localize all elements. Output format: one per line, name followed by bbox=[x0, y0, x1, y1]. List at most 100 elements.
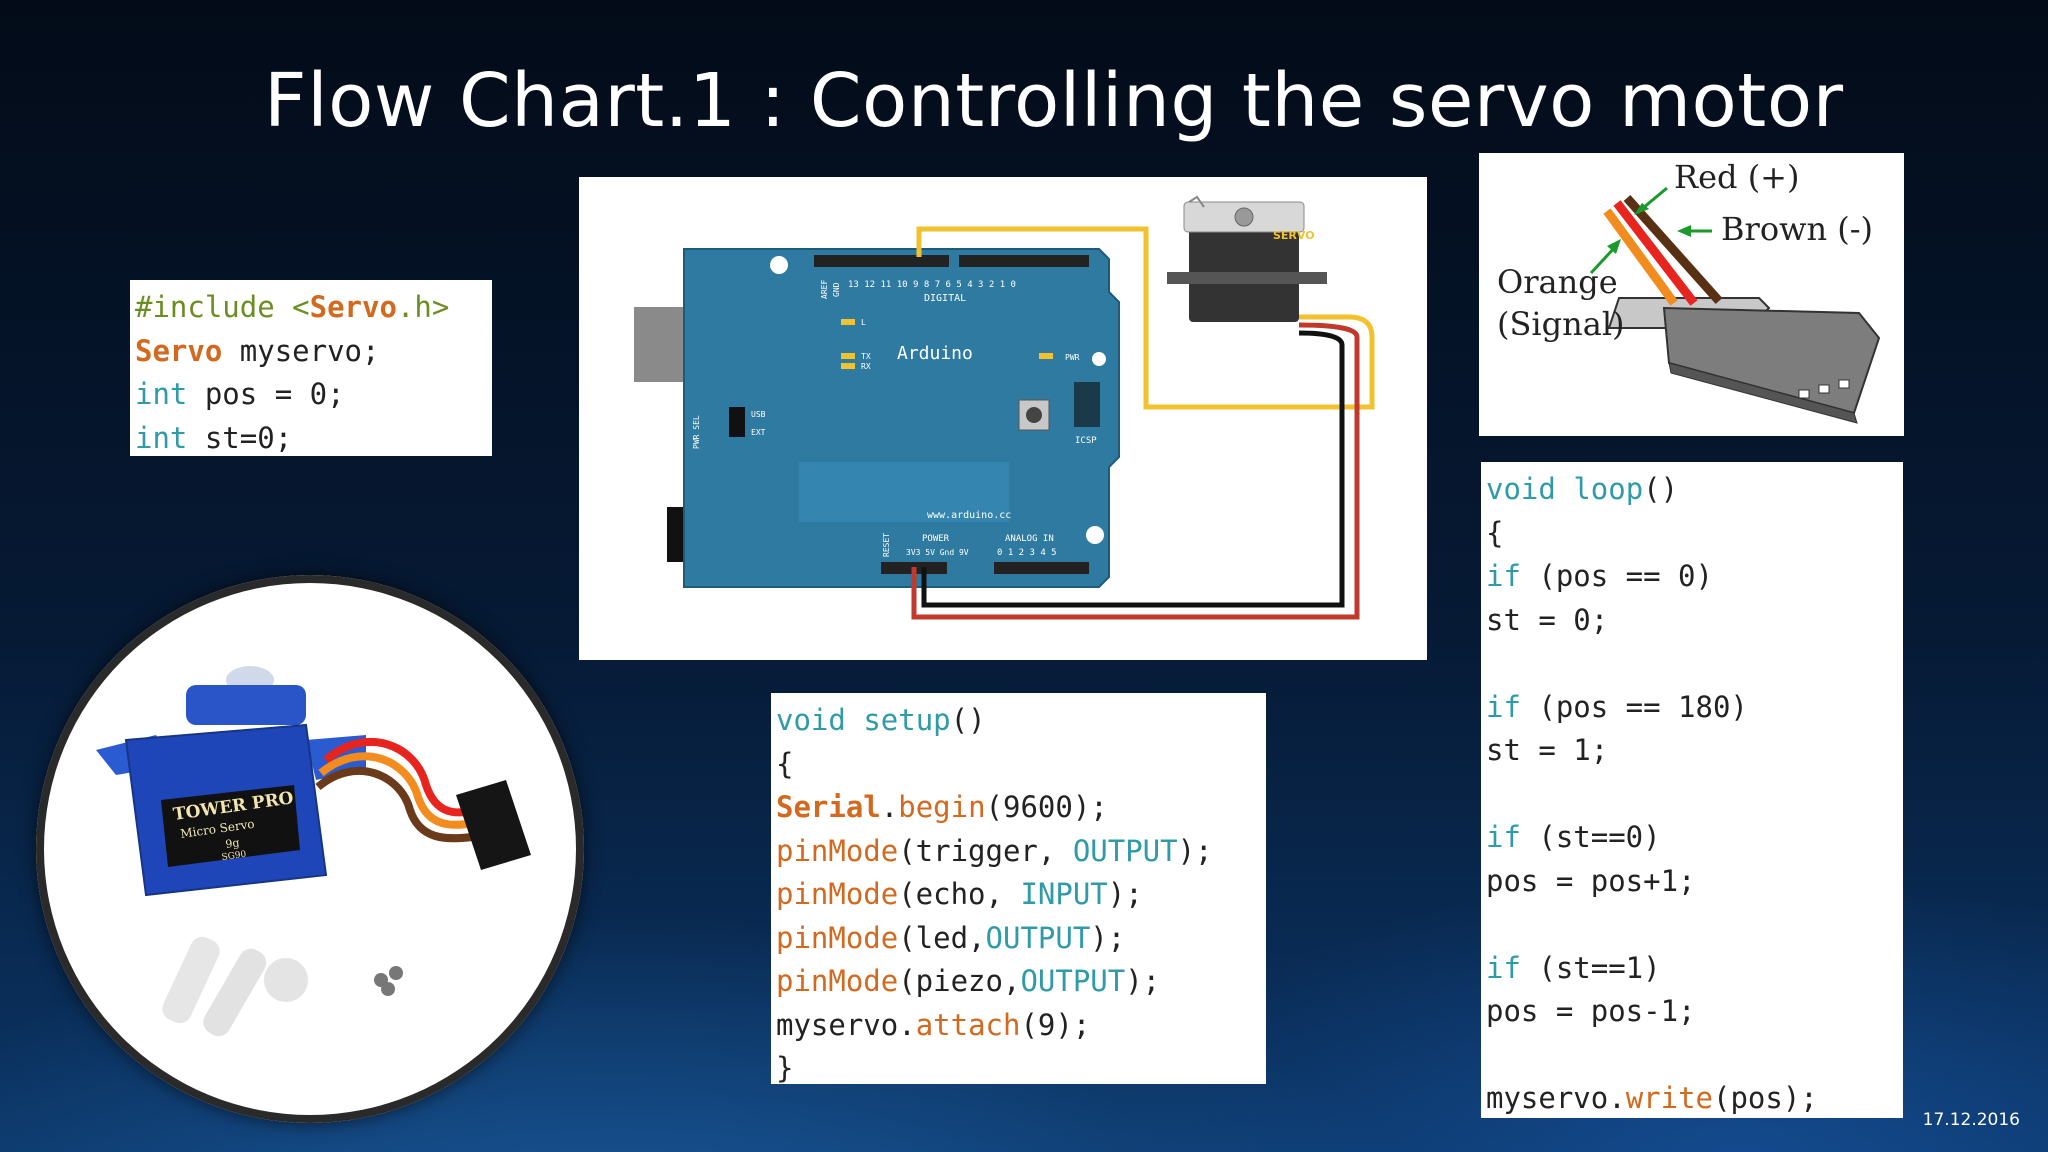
code-token: begin bbox=[898, 790, 986, 824]
ground-wire bbox=[921, 330, 1345, 608]
icsp-label: ICSP bbox=[1075, 436, 1097, 446]
code-token: (pos); bbox=[1713, 1081, 1818, 1115]
led-pwr bbox=[1039, 353, 1053, 359]
code-token: myservo; bbox=[222, 333, 380, 368]
code-line: { bbox=[776, 746, 794, 781]
code-token: loop bbox=[1573, 472, 1644, 506]
code-token: ); bbox=[1125, 964, 1161, 998]
code-token: INPUT bbox=[1020, 877, 1108, 911]
gnd-label: GND bbox=[832, 282, 841, 297]
code-token: (9600); bbox=[985, 790, 1108, 824]
l-label: L bbox=[861, 318, 866, 327]
tx-label: TX bbox=[861, 352, 871, 361]
digital-pin-numbers: 13 12 11 10 9 8 7 6 5 4 3 2 1 0 bbox=[848, 280, 1016, 290]
servo-shell-top bbox=[186, 685, 306, 725]
code-token: Servo bbox=[135, 333, 223, 368]
code-token: () bbox=[1643, 472, 1679, 506]
code-token: (trigger, bbox=[898, 833, 1073, 868]
code-token: void bbox=[1486, 472, 1556, 506]
power-label: POWER bbox=[922, 534, 950, 544]
code-line: if (st==1) bbox=[1486, 947, 1903, 991]
code-token: #include bbox=[135, 290, 293, 324]
code-token: st=0; bbox=[187, 420, 293, 455]
code-token: myservo. bbox=[1486, 1081, 1626, 1115]
analog-label: ANALOG IN bbox=[1005, 534, 1054, 544]
board-chip-area bbox=[799, 462, 1009, 522]
code-token: () bbox=[950, 703, 986, 737]
analog-pin-numbers: 0 1 2 3 4 5 bbox=[997, 548, 1057, 558]
code-token: Serial bbox=[776, 790, 881, 824]
ext-label: EXT bbox=[751, 428, 766, 437]
code-token: < bbox=[292, 290, 310, 324]
code-blank-line bbox=[1486, 903, 1903, 947]
brown-arrow-head bbox=[1677, 225, 1691, 237]
code-line: if (st==0) bbox=[1486, 816, 1903, 860]
code-line: pos = pos+1; bbox=[1486, 863, 1696, 898]
code-token: (pos == 180) bbox=[1520, 689, 1748, 724]
code-line: pos = pos-1; bbox=[1486, 994, 1696, 1028]
aref-label: AREF bbox=[820, 280, 829, 299]
code-token: (st==1) bbox=[1520, 950, 1661, 985]
servo-horn-1 bbox=[162, 936, 220, 1024]
digital-label: DIGITAL bbox=[924, 293, 966, 304]
code-line: st = 0; bbox=[1486, 602, 1609, 637]
code-line: myservo.write(pos); bbox=[1486, 1077, 1903, 1118]
mount-hole bbox=[1092, 352, 1106, 366]
orange-wire-sublabel: (Signal) bbox=[1497, 305, 1625, 343]
code-line: Servo myservo; bbox=[135, 330, 492, 374]
photo-red-wire bbox=[323, 738, 477, 817]
code-token: if bbox=[1486, 689, 1521, 724]
servo-sticker bbox=[161, 785, 300, 867]
connector-bottom bbox=[1668, 362, 1858, 424]
screw bbox=[389, 966, 403, 980]
code-token: .h> bbox=[396, 290, 450, 324]
code-line: #include <Servo.h> bbox=[135, 286, 492, 330]
arduino-board bbox=[683, 248, 1120, 588]
red-wire-label: Red (+) bbox=[1674, 158, 1799, 196]
wire-legend-svg: Red (+) Brown (-) Orange (Signal) bbox=[1497, 158, 1881, 424]
red-wire bbox=[1613, 200, 1698, 306]
code-token: (st==0) bbox=[1520, 820, 1661, 854]
code-token: (pos == 0) bbox=[1520, 559, 1713, 593]
board-url: www.arduino.cc bbox=[927, 510, 1011, 521]
reset-button-cap bbox=[1026, 407, 1042, 423]
code-line: { bbox=[1486, 515, 1504, 550]
code-token: int bbox=[135, 377, 188, 411]
connector-pin bbox=[1798, 389, 1810, 399]
code-token: if bbox=[1486, 820, 1521, 854]
led-tx bbox=[841, 353, 855, 359]
orange-wire bbox=[1603, 208, 1678, 306]
code-token: pinMode bbox=[776, 964, 899, 998]
power-wire bbox=[911, 322, 1360, 620]
code-line: int st=0; bbox=[135, 417, 492, 457]
code-token: Servo bbox=[309, 290, 397, 324]
pwr-label: PWR bbox=[1065, 353, 1080, 362]
servo-photo-svg: TOWER PRO Micro Servo 9g SG90 bbox=[96, 666, 531, 1037]
code-line: void loop() bbox=[1486, 468, 1903, 512]
code-token: (led, bbox=[898, 920, 986, 955]
code-token: write bbox=[1625, 1081, 1713, 1115]
includes-code-block: #include <Servo.h> Servo myservo; int po… bbox=[130, 280, 492, 456]
code-line: if (pos == 0) bbox=[1486, 555, 1903, 599]
screw bbox=[381, 982, 395, 996]
board-name: Arduino bbox=[897, 343, 973, 364]
slide-date: 17.12.2016 bbox=[1922, 1110, 2020, 1130]
code-blank-line bbox=[1486, 773, 1903, 817]
code-token: (echo, bbox=[898, 877, 1021, 911]
code-token: ); bbox=[1090, 920, 1126, 955]
code-token: (piezo, bbox=[898, 964, 1021, 998]
code-line: } bbox=[776, 1051, 794, 1084]
connector-pin bbox=[1818, 384, 1830, 394]
code-token: if bbox=[1486, 559, 1521, 593]
wire-color-legend: Red (+) Brown (-) Orange (Signal) bbox=[1479, 153, 1904, 436]
digital-header bbox=[814, 255, 949, 267]
red-arrow-head bbox=[1634, 203, 1649, 215]
servo-weight: 9g bbox=[225, 836, 241, 851]
code-token: setup bbox=[863, 703, 951, 737]
analog-header bbox=[994, 562, 1089, 574]
power-pin-labels: 3V3 5V Gnd 9V bbox=[906, 548, 969, 557]
icsp-header bbox=[1074, 382, 1100, 427]
code-token: int bbox=[135, 420, 188, 455]
code-token: pinMode bbox=[776, 920, 899, 955]
code-token: OUTPUT bbox=[1020, 964, 1126, 998]
